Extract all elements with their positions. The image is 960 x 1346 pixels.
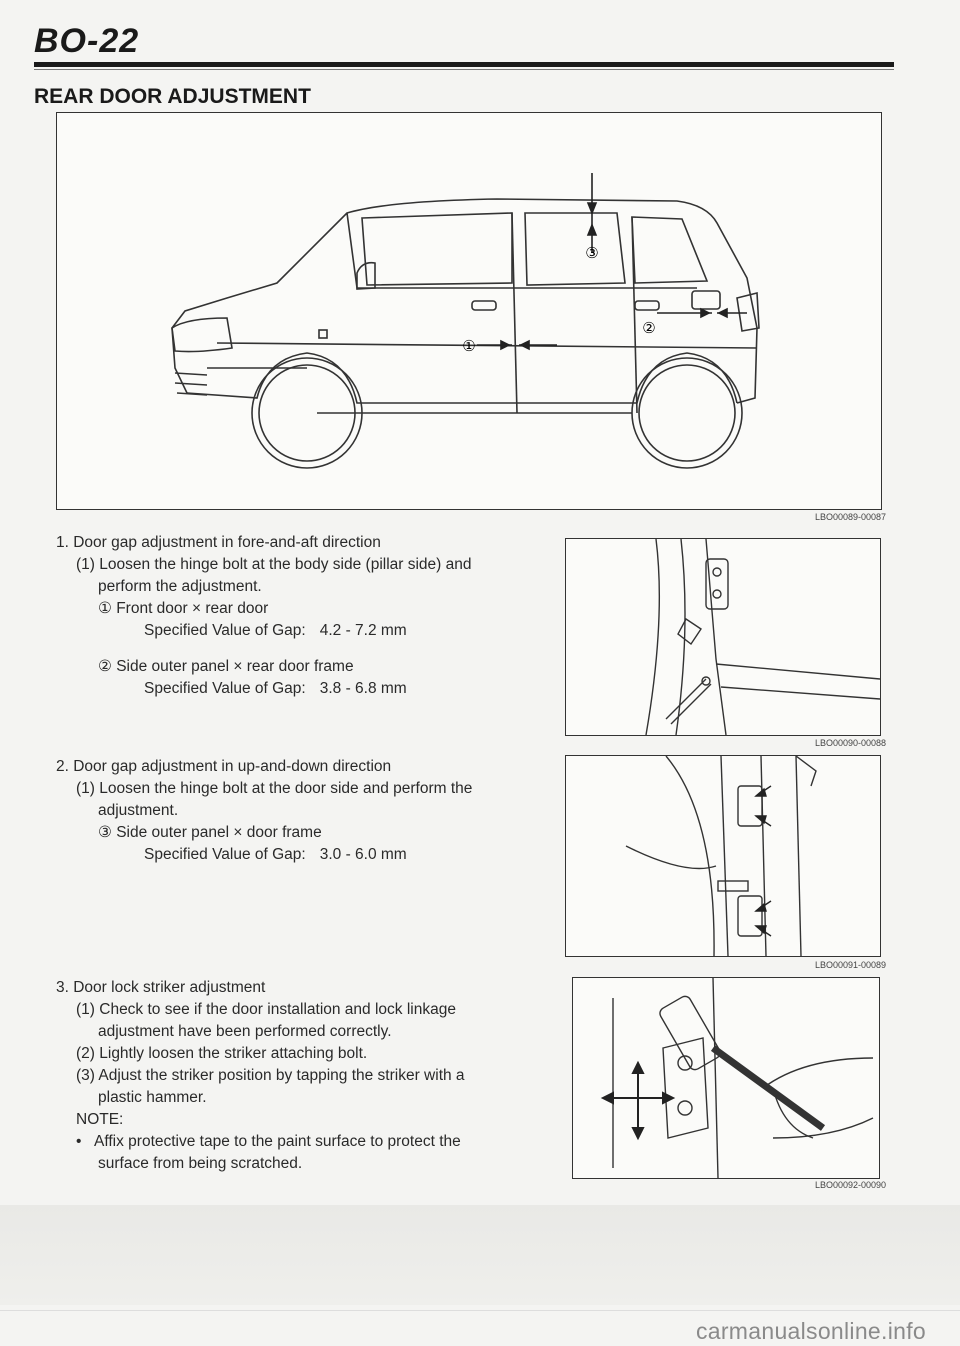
step-2-spec-1-label: Specified Value of Gap: [144,846,306,863]
step-1-sub-1b: perform the adjustment. [98,578,262,595]
step-1-spec-1-value: 4.2 - 7.2 mm [319,622,407,639]
hinge-pillar-figure-code: LBO00090-00088 [815,738,887,748]
section-title: REAR DOOR ADJUSTMENT [34,85,311,108]
step-3-sub-2: (2) Lightly loosen the striker attaching… [76,1045,368,1062]
step-3-sub-3a: (3) Adjust the striker position by tappi… [76,1067,465,1084]
step-1-title: 1. Door gap adjustment in fore-and-aft d… [56,534,381,551]
step-2-spec-1-value: 3.0 - 6.0 mm [319,846,407,863]
step-2: 2. Door gap adjustment in up-and-down di… [56,756,472,866]
footer-rule [0,1310,960,1311]
step-1-spec-1-label: Specified Value of Gap: [144,622,306,639]
step-2-sub-1b: adjustment. [98,802,179,819]
step-1-spec-2-value: 3.8 - 6.8 mm [319,680,407,697]
callout-1: ① [462,337,475,355]
callout-2: ② [642,319,655,337]
step-3-sub-3b: plastic hammer. [98,1089,207,1106]
step-1-item-2: ② Side outer panel × rear door frame [98,658,354,675]
step-1: 1. Door gap adjustment in fore-and-aft d… [56,532,472,700]
step-2-item-1: ③ Side outer panel × door frame [98,824,322,841]
step-2-sub-1a: (1) Loosen the hinge bolt at the door si… [76,780,473,797]
step-1-spec-2-label: Specified Value of Gap: [144,680,306,697]
striker-hammer-figure-code: LBO00092-00090 [815,1180,887,1190]
door-hinge-figure-code: LBO00091-00089 [815,960,887,970]
main-figure-code: LBO00089-00087 [815,512,887,522]
door-hinge-figure [565,755,881,957]
striker-hammer-figure [572,977,880,1179]
step-1-item-1: ① Front door × rear door [98,600,269,617]
header-rule [34,62,894,67]
page-code: BO-22 [34,22,140,60]
step-3: 3. Door lock striker adjustment (1) Chec… [56,977,465,1175]
hinge-pillar-figure [565,538,881,736]
main-figure: ③ ① ② [56,112,882,510]
step-3-note-label: NOTE: [76,1111,124,1128]
step-2-title: 2. Door gap adjustment in up-and-down di… [56,758,392,775]
step-3-sub-1b: adjustment have been performed correctly… [98,1023,392,1040]
step-3-note-b: surface from being scratched. [98,1155,303,1172]
car-side-view-illustration: ③ ① ② [171,173,760,469]
header-rule-thin [34,69,894,70]
footer-band [0,1205,960,1305]
watermark: carmanualsonline.info [695,1318,926,1344]
step-1-sub-1a: (1) Loosen the hinge bolt at the body si… [76,556,472,573]
step-3-note-a: Affix protective tape to the paint surfa… [56,1131,465,1153]
step-3-title: 3. Door lock striker adjustment [56,979,266,996]
step-3-sub-1a: (1) Check to see if the door installatio… [76,1001,456,1018]
callout-3: ③ [585,244,598,262]
